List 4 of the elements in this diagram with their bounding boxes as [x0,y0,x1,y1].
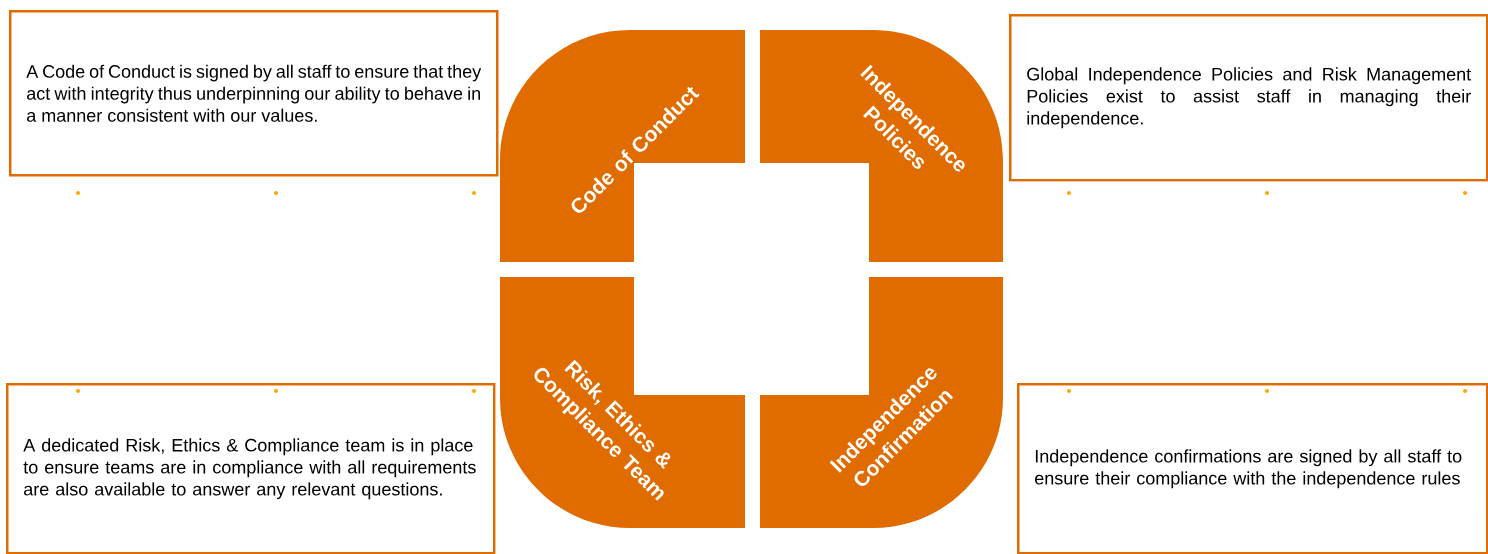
text-box: A Code of Conduct is signed by all staff to ensure that they act with integrity thus underpinning our ability to behave in a manner consistent with our values. [9,10,499,177]
text-box: Global Independence Policies and Risk Management Policies exist to assist staff in managing their independence. [1009,14,1488,182]
text-box: Independence confirmations are signed by all staff to ensure their compliance with the independence rules [1017,383,1488,554]
text-box: A dedicated Risk, Ethics & Compliance team is in place to ensure teams are in compliance with all requirements are also available to answer any relevant questions. [6,383,496,554]
